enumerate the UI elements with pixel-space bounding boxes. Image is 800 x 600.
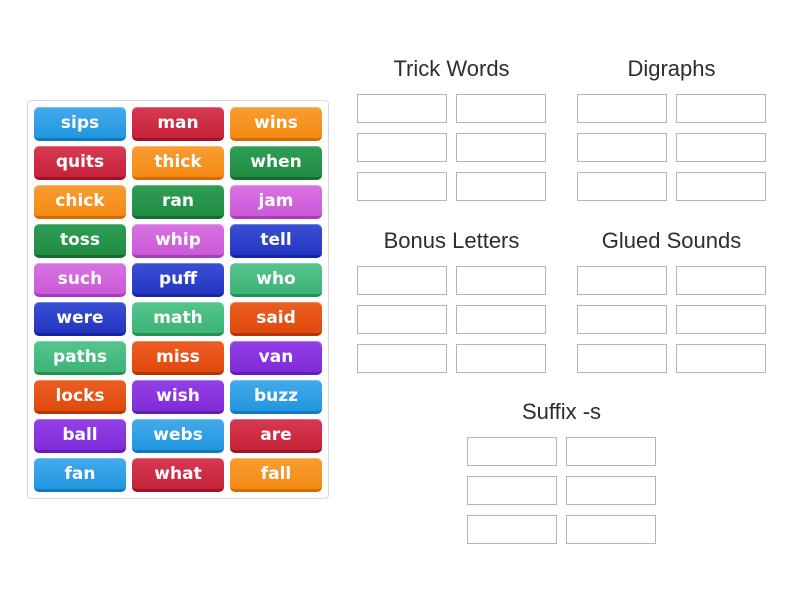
word-tile-locks[interactable]: locks [34,380,126,414]
word-tile-van[interactable]: van [230,341,322,375]
word-tile-wins[interactable]: wins [230,107,322,141]
category-trick-words: Trick Words [357,55,546,201]
category-title: Trick Words [393,56,510,81]
category-title: Suffix -s [521,399,602,424]
category-glued-sounds: Glued Sounds [577,227,766,373]
word-tile-fall[interactable]: fall [230,458,322,492]
drop-slot[interactable] [577,172,667,201]
word-tile-when[interactable]: when [230,146,322,180]
word-tile-ball[interactable]: ball [34,419,126,453]
word-tile-miss[interactable]: miss [132,341,224,375]
word-tile-toss[interactable]: toss [34,224,126,258]
category-suffix-s: Suffix -s [467,398,656,544]
category-digraphs: Digraphs [577,55,766,201]
drop-slot[interactable] [676,305,766,334]
word-tile-fan[interactable]: fan [34,458,126,492]
drop-slot[interactable] [467,437,557,466]
drop-slot[interactable] [566,437,656,466]
drop-slot-grid [577,266,766,373]
drop-slot[interactable] [456,172,546,201]
drop-slot[interactable] [676,172,766,201]
drop-slot[interactable] [357,172,447,201]
word-tile-such[interactable]: such [34,263,126,297]
word-tile-who[interactable]: who [230,263,322,297]
drop-slot[interactable] [577,94,667,123]
category-title: Digraphs [627,56,716,81]
word-tile-sips[interactable]: sips [34,107,126,141]
word-tile-wish[interactable]: wish [132,380,224,414]
category-bonus-letters: Bonus Letters [357,227,546,373]
drop-slot[interactable] [566,515,656,544]
drop-slot[interactable] [357,133,447,162]
word-tile-whip[interactable]: whip [132,224,224,258]
drop-slot[interactable] [456,94,546,123]
drop-slot-grid [357,266,546,373]
drop-slot[interactable] [577,133,667,162]
drop-slot-grid [357,94,546,201]
word-tile-puff[interactable]: puff [132,263,224,297]
drop-slot[interactable] [577,266,667,295]
category-title: Bonus Letters [383,228,520,253]
drop-slot[interactable] [467,515,557,544]
drop-slot[interactable] [357,305,447,334]
drop-slot[interactable] [357,344,447,373]
word-tile-are[interactable]: are [230,419,322,453]
word-tile-jam[interactable]: jam [230,185,322,219]
drop-slot[interactable] [676,94,766,123]
word-tile-webs[interactable]: webs [132,419,224,453]
word-tile-what[interactable]: what [132,458,224,492]
word-tile-said[interactable]: said [230,302,322,336]
word-tile-paths[interactable]: paths [34,341,126,375]
drop-slot[interactable] [357,266,447,295]
drop-slot[interactable] [577,305,667,334]
word-tile-were[interactable]: were [34,302,126,336]
drop-slot[interactable] [456,344,546,373]
drop-slot[interactable] [467,476,557,505]
drop-slot[interactable] [676,133,766,162]
drop-slot[interactable] [456,133,546,162]
drop-slot[interactable] [456,266,546,295]
drop-slot[interactable] [566,476,656,505]
drop-slot[interactable] [357,94,447,123]
word-tile-quits[interactable]: quits [34,146,126,180]
word-tile-ran[interactable]: ran [132,185,224,219]
word-tile-chick[interactable]: chick [34,185,126,219]
drop-slot[interactable] [577,344,667,373]
drop-slot[interactable] [676,266,766,295]
category-title: Glued Sounds [601,228,742,253]
word-tile-thick[interactable]: thick [132,146,224,180]
word-tile-tell[interactable]: tell [230,224,322,258]
drop-slot-grid [577,94,766,201]
drop-slot-grid [467,437,656,544]
word-tile-buzz[interactable]: buzz [230,380,322,414]
word-tile-math[interactable]: math [132,302,224,336]
word-tile-man[interactable]: man [132,107,224,141]
drop-slot[interactable] [456,305,546,334]
drop-slot[interactable] [676,344,766,373]
